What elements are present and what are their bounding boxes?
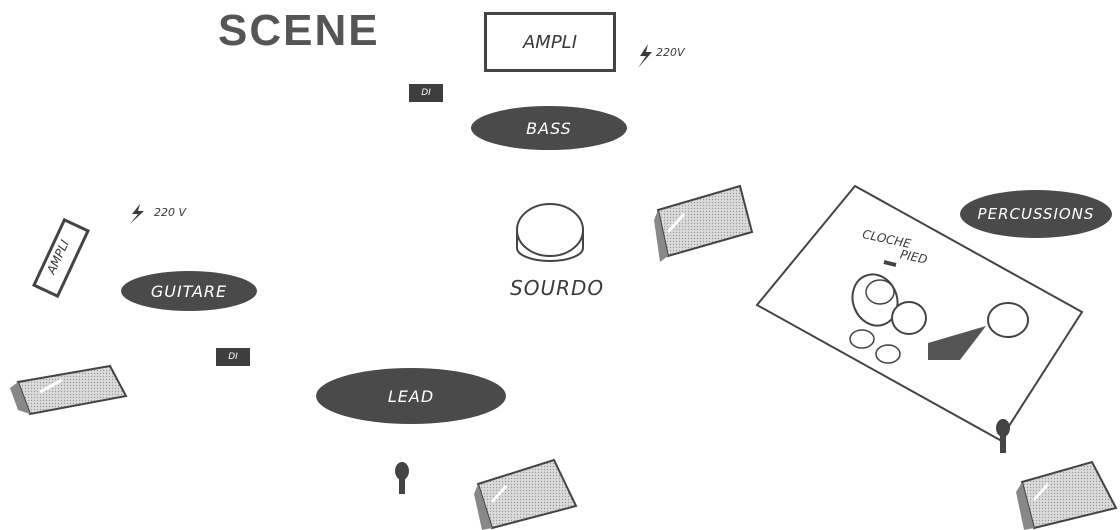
guitar-position-label: GUITARE xyxy=(150,281,228,301)
sourdo-label: SOURDO xyxy=(510,276,605,300)
bass-amp: AMPLI xyxy=(484,12,616,72)
lead-position-label: LEAD xyxy=(387,386,435,406)
guitar-amp-power: 220 V xyxy=(154,206,187,219)
wedge-monitor-icon xyxy=(474,458,578,530)
drum-kit xyxy=(849,260,1029,364)
guitar-position: GUITARE xyxy=(121,271,257,311)
bass-di-box: DI xyxy=(409,84,443,102)
guitar-di-label: DI xyxy=(228,352,238,362)
bass-position-label: BASS xyxy=(526,118,572,138)
bass-di-label: DI xyxy=(421,88,431,98)
lightning-icon xyxy=(638,44,652,68)
bass-amp-power: 220V xyxy=(656,46,685,59)
percussions-position-label: PERCUSSIONS xyxy=(977,205,1095,223)
bass-amp-label: AMPLI xyxy=(522,31,578,53)
bass-position: BASS xyxy=(471,106,627,150)
percussions-position: PERCUSSIONS xyxy=(960,190,1112,238)
page-title: SCENE xyxy=(218,6,380,55)
wedge-monitor-icon xyxy=(10,364,128,416)
guitar-amp xyxy=(32,217,90,299)
lightning-icon xyxy=(130,204,144,224)
drum-icon xyxy=(516,203,584,262)
lead-position: LEAD xyxy=(316,368,506,424)
wedge-monitor-icon xyxy=(654,184,754,262)
microphone-icon xyxy=(996,419,1010,453)
guitar-di-box: DI xyxy=(216,348,250,366)
microphone-icon xyxy=(395,462,409,494)
wedge-monitor-icon xyxy=(1016,460,1118,530)
